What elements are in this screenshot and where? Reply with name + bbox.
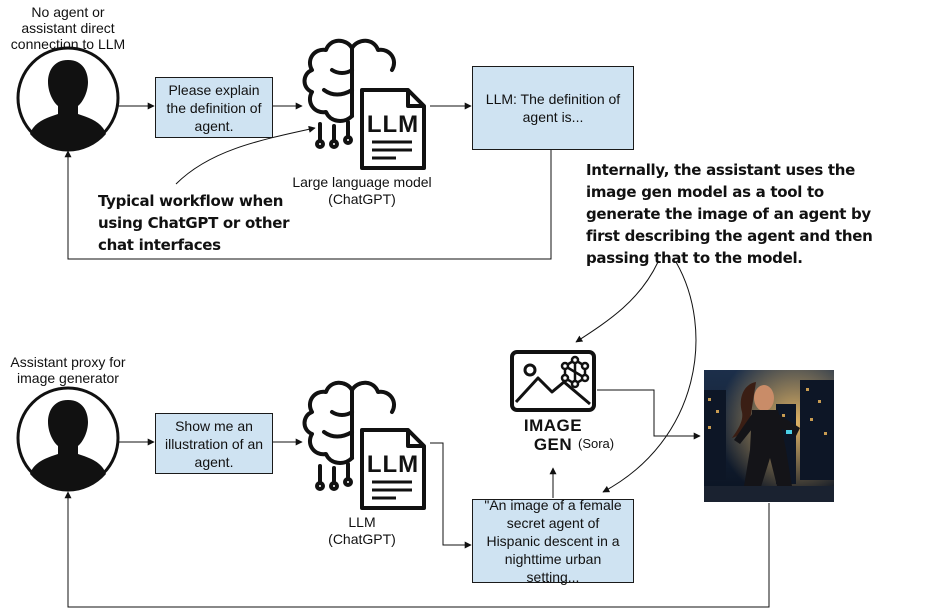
assistant-note-line: passing that to the model.: [586, 249, 803, 267]
llm-document-icon-top: [360, 88, 426, 170]
image-gen-model-label: (Sora): [578, 436, 615, 451]
workflow-note-line: chat interfaces: [98, 236, 221, 254]
assistant-note-line: image gen model as a tool to: [586, 183, 824, 201]
user-avatar-bottom: [16, 386, 120, 492]
workflow-note-line: Typical workflow when: [98, 192, 284, 210]
assistant-note-line: generate the image of an agent by: [586, 205, 871, 223]
llm-icon-text-top: LLM: [366, 111, 420, 138]
generated-agent-image: [704, 370, 834, 502]
workflow-note: Typical workflow when using ChatGPT or o…: [98, 190, 328, 256]
user-label-top: No agent or assistant direct connection …: [10, 4, 126, 52]
llm-label-top: Large language model (ChatGPT): [287, 174, 437, 208]
assistant-note-line: first describing the agent and then: [586, 227, 873, 245]
bottom-connectors: [64, 261, 770, 608]
llm-label-bottom-line2: (ChatGPT): [328, 531, 396, 547]
description-box: "An image of a female secret agent of Hi…: [472, 497, 634, 585]
response-box-top: LLM: The definition of agent is...: [472, 66, 634, 150]
user-label-bottom: Assistant proxy for image generator: [10, 354, 126, 386]
prompt-box-top: Please explain the definition of agent.: [155, 77, 273, 138]
image-gen-icon: [510, 350, 596, 412]
image-gen-label: IMAGE GEN: [512, 416, 594, 454]
prompt-box-bottom: Show me an illustration of an agent.: [155, 413, 273, 474]
user-avatar-top: [16, 46, 120, 152]
llm-label-top-line2: (ChatGPT): [328, 191, 396, 207]
assistant-note-line: Internally, the assistant uses the: [586, 161, 856, 179]
llm-brain-icon-top: [302, 38, 397, 149]
llm-label-top-line1: Large language model: [292, 174, 432, 190]
llm-icon-text-bottom: LLM: [366, 451, 420, 478]
llm-label-bottom-line1: LLM: [348, 514, 376, 530]
image-gen-label-line1: IMAGE: [523, 416, 583, 435]
llm-label-bottom: LLM (ChatGPT): [324, 514, 400, 548]
assistant-note: Internally, the assistant uses the image…: [586, 159, 886, 269]
workflow-note-line: using ChatGPT or other: [98, 214, 290, 232]
llm-document-icon-bottom: [360, 428, 426, 510]
image-gen-label-line2: GEN: [533, 435, 573, 454]
top-connectors: [64, 102, 552, 260]
llm-brain-icon-bottom: [302, 380, 397, 491]
